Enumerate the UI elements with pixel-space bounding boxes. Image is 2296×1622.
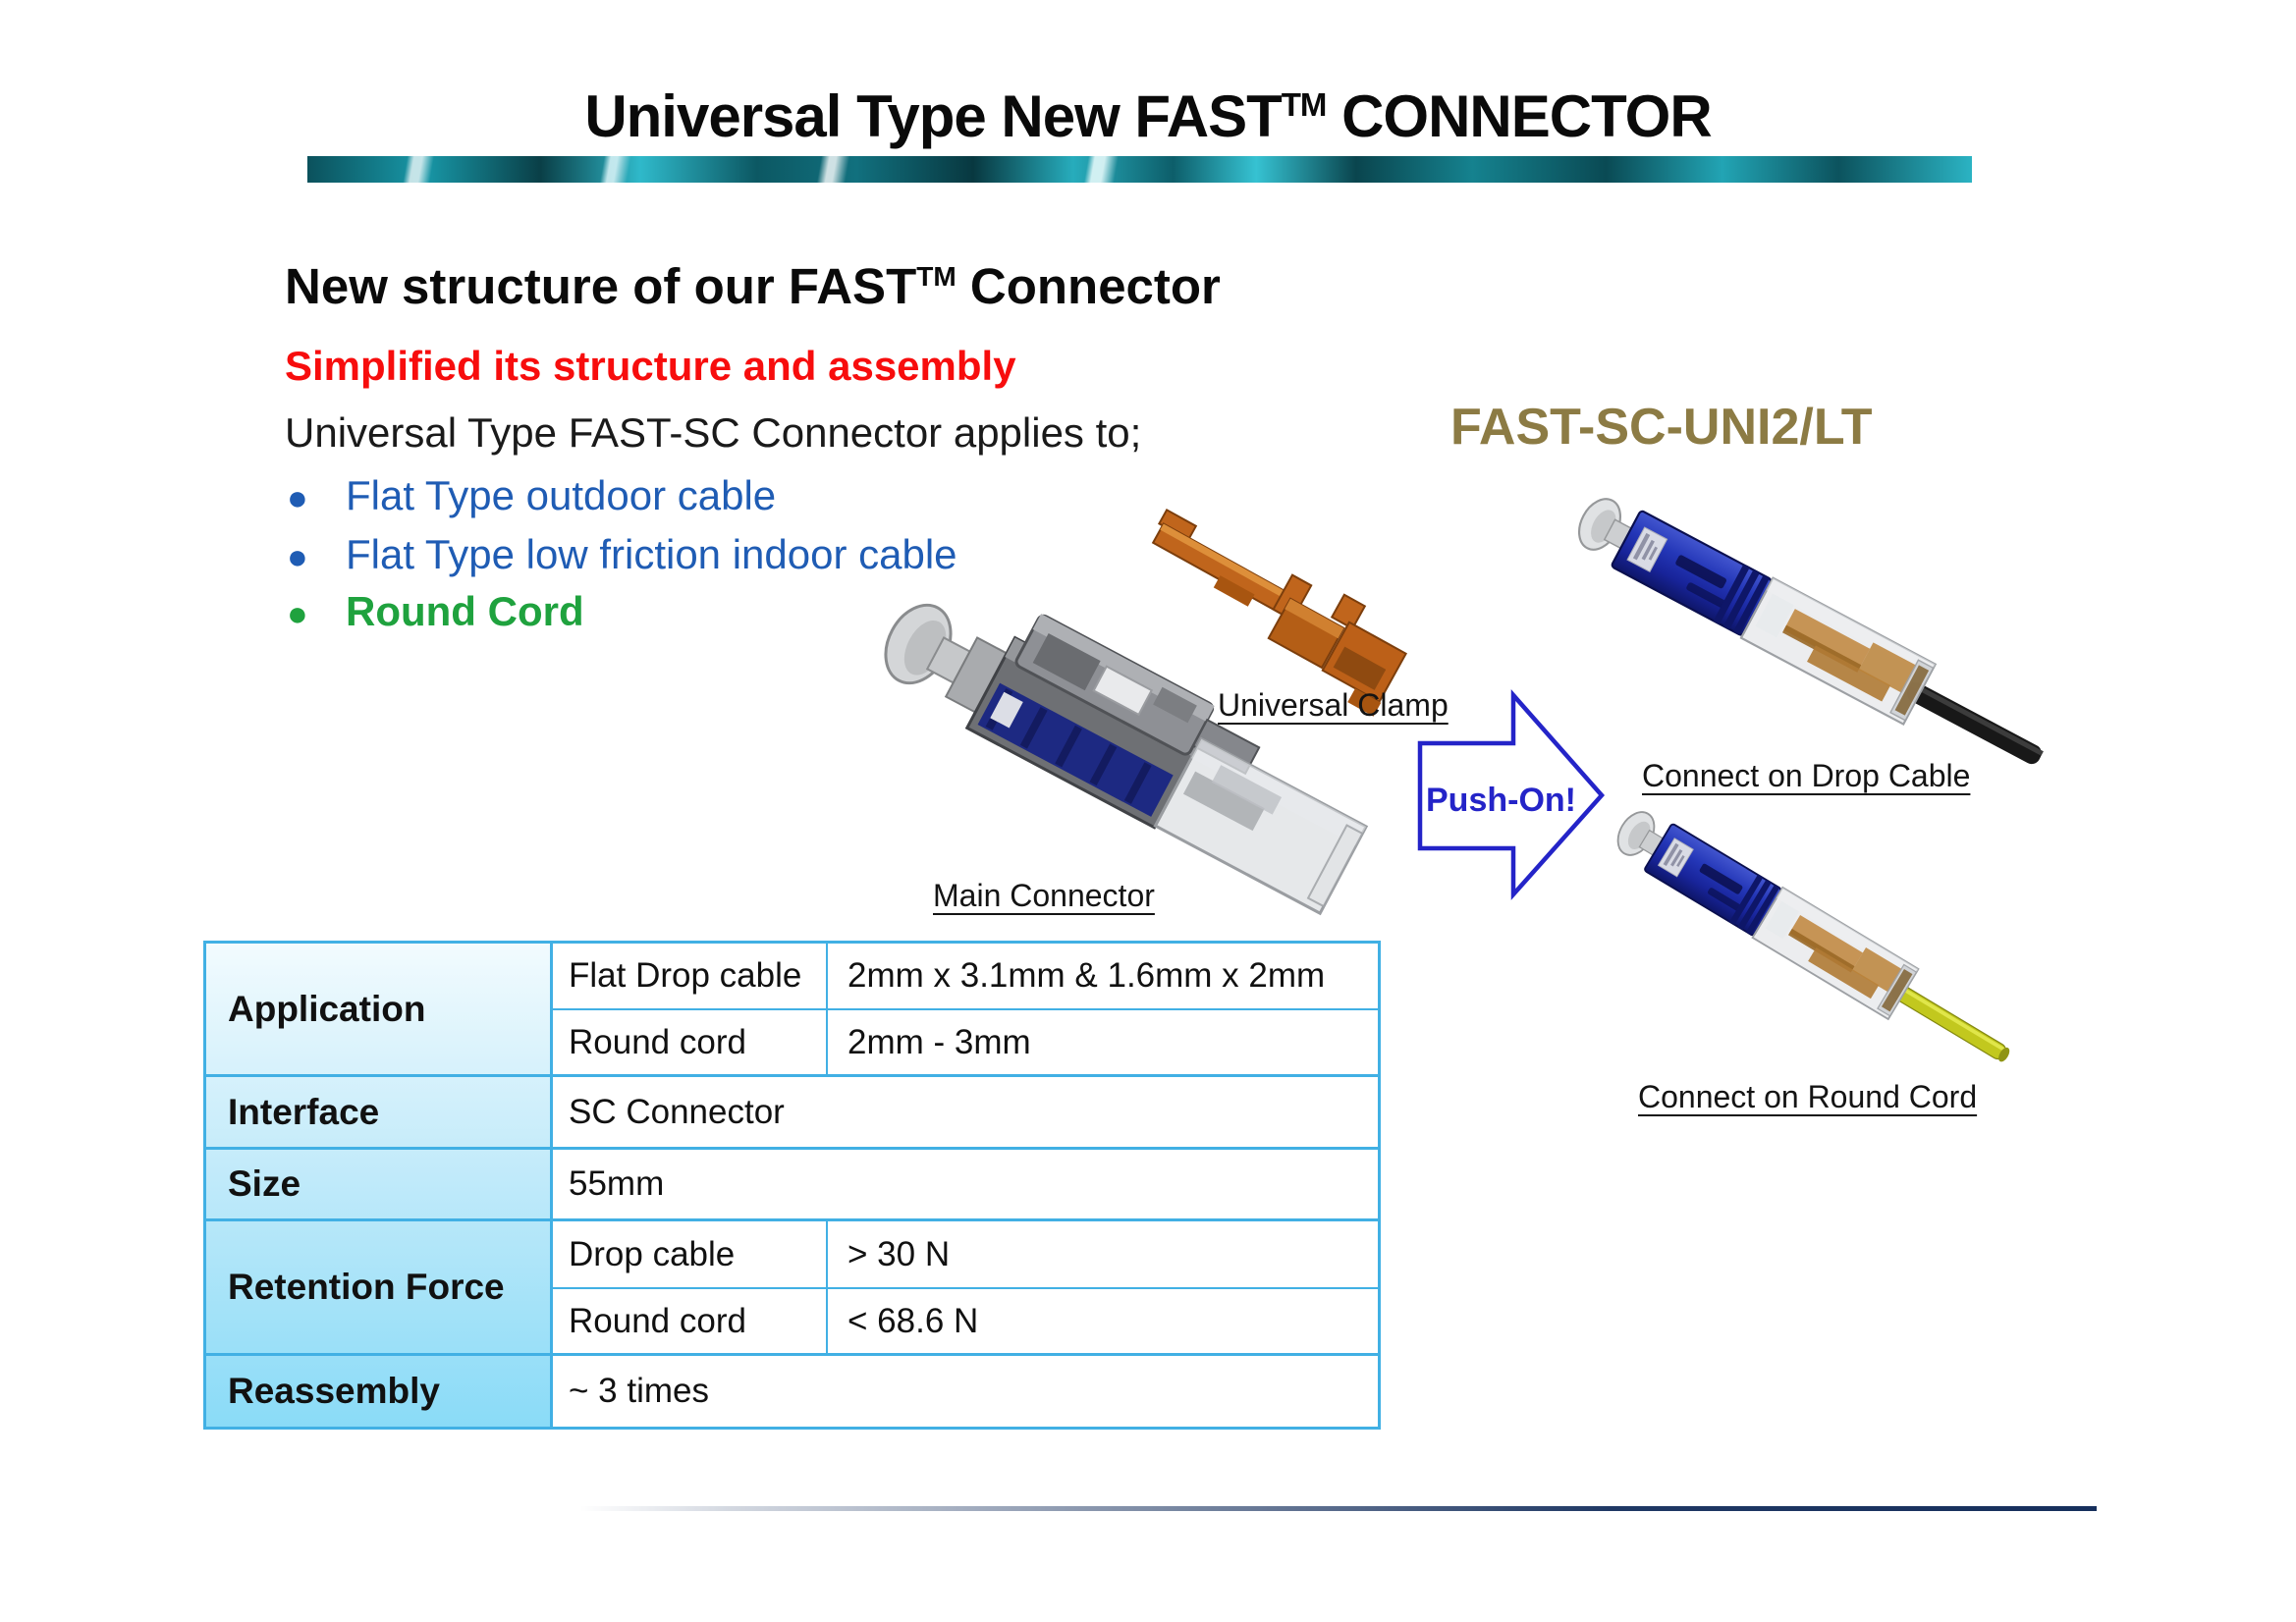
connect-on-drop-cable-label: Connect on Drop Cable (1642, 758, 1971, 793)
drop-cable-connector-graphic (1566, 484, 2044, 765)
footer-divider-line (579, 1506, 2097, 1511)
red-subheading: Simplified its structure and assembly (285, 343, 1016, 389)
main-connector-graphic (884, 603, 1369, 916)
table-value-size: 55mm (553, 1150, 1378, 1221)
round-cord-connector-graphic (1606, 799, 2010, 1062)
bullet-label: Flat Type outdoor cable (346, 472, 777, 518)
table-value-reassembly: ~ 3 times (553, 1356, 1378, 1427)
table-key-retention-round-cord: Round cord (553, 1289, 828, 1356)
product-name: FAST-SC-UNI2/LT (1450, 399, 1873, 456)
table-header-size: Size (206, 1150, 553, 1221)
universal-clamp-label: Universal Clamp (1218, 687, 1449, 723)
universal-clamp-graphic (1151, 508, 1408, 717)
bullet-label: Round Cord (346, 588, 584, 634)
table-header-retention-force: Retention Force (206, 1221, 553, 1356)
bullet-dot: ● (287, 536, 308, 576)
bullet-round-cord: ● Round Cord (287, 588, 584, 635)
main-connector-label: Main Connector (933, 878, 1155, 913)
heading-post: Connector (956, 258, 1221, 314)
spec-table: Application Flat Drop cable 2mm x 3.1mm … (203, 941, 1381, 1430)
title-pre: Universal Type New FAST (584, 83, 1282, 149)
title-tm-superscript: TM (1281, 86, 1328, 123)
bullet-label: Flat Type low friction indoor cable (346, 531, 957, 577)
section-heading: New structure of our FASTTM Connector (285, 257, 1221, 315)
table-value-drop-cable: > 30 N (828, 1221, 1378, 1289)
table-key-flat-drop-cable: Flat Drop cable (553, 944, 828, 1010)
decorative-teal-banner (307, 156, 1972, 183)
intro-text: Universal Type FAST-SC Connector applies… (285, 409, 1142, 456)
title-post: CONNECTOR (1326, 83, 1713, 149)
heading-pre: New structure of our FAST (285, 258, 917, 314)
table-value-interface: SC Connector (553, 1077, 1378, 1150)
table-value-flat-drop-cable: 2mm x 3.1mm & 1.6mm x 2mm (828, 944, 1378, 1010)
push-on-label: Push-On! (1426, 782, 1576, 819)
table-header-interface: Interface (206, 1077, 553, 1150)
connect-on-round-cord-label: Connect on Round Cord (1638, 1079, 1978, 1114)
table-header-reassembly: Reassembly (206, 1356, 553, 1427)
table-key-drop-cable: Drop cable (553, 1221, 828, 1289)
bullet-flat-outdoor: ● Flat Type outdoor cable (287, 472, 776, 519)
bullet-flat-indoor: ● Flat Type low friction indoor cable (287, 531, 957, 578)
bullet-dot: ● (287, 477, 308, 517)
heading-tm-superscript: TM (916, 261, 957, 292)
table-key-round-cord: Round cord (553, 1010, 828, 1077)
bullet-dot: ● (287, 593, 308, 633)
table-value-retention-round-cord: < 68.6 N (828, 1289, 1378, 1356)
table-value-round-cord: 2mm - 3mm (828, 1010, 1378, 1077)
page-title: Universal Type New FASTTM CONNECTOR (0, 82, 2296, 150)
table-header-application: Application (206, 944, 553, 1077)
